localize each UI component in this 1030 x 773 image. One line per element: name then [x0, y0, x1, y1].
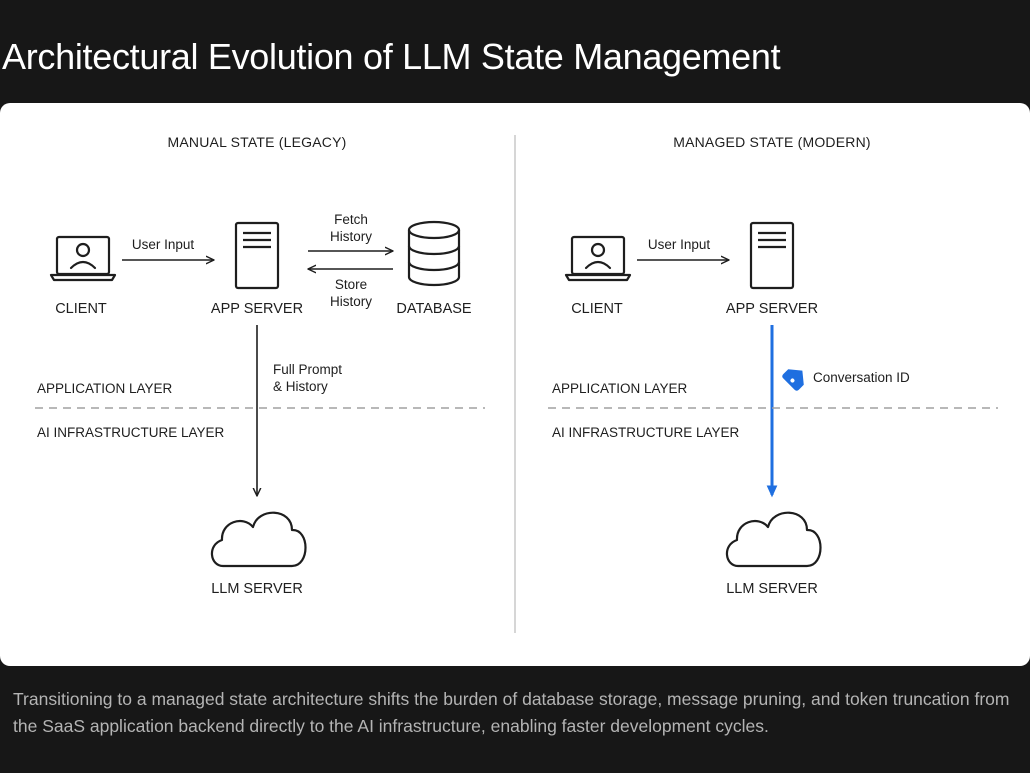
- conversation-id-label: Conversation ID: [813, 370, 910, 385]
- server-icon: [749, 221, 795, 290]
- database-icon: [407, 220, 461, 287]
- cloud-icon: [210, 511, 307, 568]
- caption: Transitioning to a managed state archite…: [13, 689, 1010, 736]
- legacy-app-server-label: APP SERVER: [211, 301, 303, 317]
- fetch-label-line2: History: [330, 229, 372, 244]
- cloud-icon: [725, 511, 822, 568]
- full-prompt-label-line2: & History: [273, 379, 328, 394]
- modern-panel: MANAGED STATE (MODERN) CLIENT User Input…: [548, 134, 998, 597]
- legacy-panel: MANUAL STATE (LEGACY) CLIENT User Input …: [35, 134, 485, 597]
- modern-infrastructure-layer-label: AI INFRASTRUCTURE LAYER: [552, 425, 740, 440]
- tag-icon: [782, 369, 804, 391]
- server-icon: [234, 221, 280, 290]
- legacy-user-input-label: User Input: [132, 237, 195, 252]
- diagram-card: MANUAL STATE (LEGACY) CLIENT User Input …: [0, 103, 1030, 666]
- legacy-heading: MANUAL STATE (LEGACY): [168, 134, 347, 150]
- fetch-label-line1: Fetch: [334, 212, 368, 227]
- store-label-line1: Store: [335, 277, 367, 292]
- legacy-infrastructure-layer-label: AI INFRASTRUCTURE LAYER: [37, 425, 225, 440]
- laptop-user-icon: [564, 235, 632, 282]
- modern-llm-server-label: LLM SERVER: [726, 581, 818, 597]
- architecture-diagram: MANUAL STATE (LEGACY) CLIENT User Input …: [35, 134, 998, 633]
- modern-user-input-label: User Input: [648, 237, 711, 252]
- modern-client-label: CLIENT: [571, 301, 623, 317]
- legacy-application-layer-label: APPLICATION LAYER: [37, 381, 173, 396]
- store-label-line2: History: [330, 294, 372, 309]
- page-title: Architectural Evolution of LLM State Man…: [2, 36, 781, 77]
- laptop-user-icon: [49, 235, 117, 282]
- full-prompt-label-line1: Full Prompt: [273, 362, 342, 377]
- legacy-llm-server-label: LLM SERVER: [211, 581, 303, 597]
- legacy-database-label: DATABASE: [396, 301, 472, 317]
- modern-app-server-label: APP SERVER: [726, 301, 818, 317]
- modern-application-layer-label: APPLICATION LAYER: [552, 381, 688, 396]
- modern-heading: MANAGED STATE (MODERN): [673, 134, 871, 150]
- legacy-client-label: CLIENT: [55, 301, 107, 317]
